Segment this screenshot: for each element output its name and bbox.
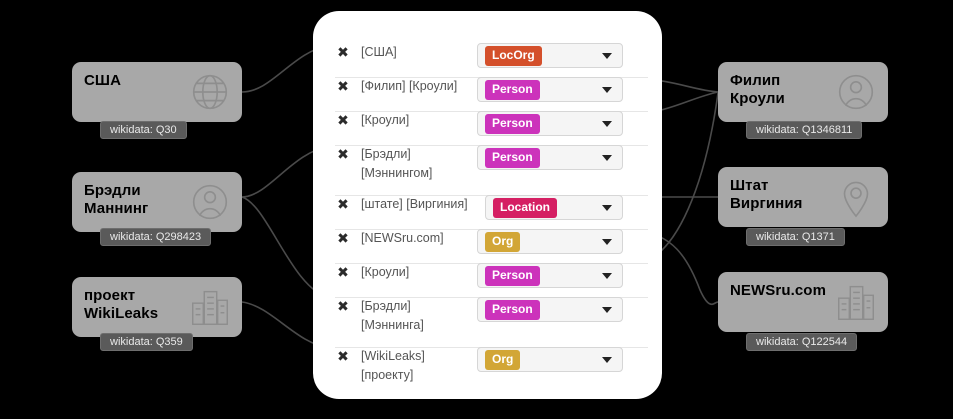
- person-icon: [187, 179, 233, 225]
- buildings-icon: [187, 284, 233, 330]
- remove-mention-icon[interactable]: ✖: [337, 265, 349, 281]
- entity-card-left-2[interactable]: проект WikiLeaks: [72, 277, 242, 337]
- map-pin-icon: [833, 174, 879, 220]
- mention-text: [Кроули]: [361, 265, 410, 279]
- entity-title: проект WikiLeaks: [84, 287, 159, 323]
- mention-row[interactable]: ✖ [Кроули] Person: [335, 263, 648, 288]
- entity-type-select[interactable]: Person: [477, 297, 623, 322]
- buildings-icon: [833, 279, 879, 325]
- chevron-down-icon[interactable]: [602, 154, 612, 161]
- mention-text: [Брэдли] [Мэннингом]: [361, 147, 433, 180]
- wikidata-pill-right-2: wikidata: Q122544: [746, 333, 858, 351]
- chevron-down-icon[interactable]: [602, 204, 612, 211]
- entity-card-right-1[interactable]: Штат Виргиния: [718, 167, 888, 227]
- type-badge: Person: [485, 147, 540, 168]
- chevron-down-icon[interactable]: [602, 238, 612, 245]
- entity-type-select[interactable]: Person: [477, 111, 623, 136]
- mention-text: [NEWSru.com]: [361, 231, 444, 245]
- wikidata-pill-right-0: wikidata: Q1346811: [746, 121, 863, 139]
- entity-type-select[interactable]: Person: [477, 263, 623, 288]
- remove-mention-icon[interactable]: ✖: [337, 349, 349, 365]
- type-badge: Person: [485, 299, 540, 320]
- wikidata-pill-left-2: wikidata: Q359: [100, 333, 193, 351]
- chevron-down-icon[interactable]: [602, 272, 612, 279]
- entity-title: NEWSru.com: [730, 282, 827, 299]
- remove-mention-icon[interactable]: ✖: [337, 45, 349, 61]
- mention-text: [Кроули]: [361, 113, 410, 127]
- remove-mention-icon[interactable]: ✖: [337, 79, 349, 95]
- type-badge: Person: [485, 265, 540, 286]
- wikidata-pill-right-1: wikidata: Q1371: [746, 228, 845, 246]
- mention-text: [Филип] [Кроули]: [361, 79, 458, 93]
- wikidata-pill-left-0: wikidata: Q30: [100, 121, 187, 139]
- mention-row[interactable]: ✖ [NEWSru.com] Org: [335, 229, 648, 254]
- type-badge: Org: [485, 231, 521, 252]
- mention-row[interactable]: ✖ [Филип] [Кроули] Person: [335, 77, 648, 102]
- remove-mention-icon[interactable]: ✖: [337, 299, 349, 315]
- entity-card-right-2[interactable]: NEWSru.com: [718, 272, 888, 332]
- entity-card-left-1[interactable]: Брэдли Маннинг: [72, 172, 242, 232]
- chevron-down-icon[interactable]: [602, 86, 612, 93]
- type-badge: Org: [485, 349, 521, 370]
- mention-row[interactable]: ✖ [Кроули] Person: [335, 111, 648, 136]
- mention-row[interactable]: ✖ [Брэдли] [Мэннингом] Person: [335, 145, 648, 183]
- mention-text: [штате] [Виргиния]: [361, 197, 468, 211]
- chevron-down-icon[interactable]: [602, 306, 612, 313]
- mention-row[interactable]: ✖ [WikiLeaks] [проекту] Org: [335, 347, 648, 385]
- entity-type-select[interactable]: Person: [477, 77, 623, 102]
- remove-mention-icon[interactable]: ✖: [337, 113, 349, 129]
- mention-text: [США]: [361, 45, 397, 59]
- remove-mention-icon[interactable]: ✖: [337, 231, 349, 247]
- mention-row[interactable]: ✖ [Брэдли] [Мэннинга] Person: [335, 297, 648, 335]
- mention-row[interactable]: ✖ [штате] [Виргиния] Location: [335, 195, 648, 220]
- person-icon: [833, 69, 879, 115]
- entity-type-select[interactable]: LocOrg: [477, 43, 623, 68]
- mentions-panel: ✖ [США] LocOrg ✖ [Филип] [Кроули] Person…: [313, 11, 662, 399]
- entity-card-right-0[interactable]: Филип Кроули: [718, 62, 888, 122]
- entity-title: Штат Виргиния: [730, 177, 803, 213]
- entity-title: Филип Кроули: [730, 72, 785, 108]
- wikidata-pill-left-1: wikidata: Q298423: [100, 228, 212, 246]
- entity-title: США: [84, 72, 122, 89]
- type-badge: Location: [493, 197, 557, 218]
- mention-row[interactable]: ✖ [США] LocOrg: [335, 43, 642, 68]
- chevron-down-icon[interactable]: [602, 120, 612, 127]
- chevron-down-icon[interactable]: [602, 52, 612, 59]
- entity-title: Брэдли Маннинг: [84, 182, 149, 218]
- globe-icon: [187, 69, 233, 115]
- type-badge: Person: [485, 79, 540, 100]
- entity-type-select[interactable]: Person: [477, 145, 623, 170]
- mention-text: [Брэдли] [Мэннинга]: [361, 299, 424, 332]
- type-badge: Person: [485, 113, 540, 134]
- entity-card-left-0[interactable]: США: [72, 62, 242, 122]
- entity-type-select[interactable]: Org: [477, 347, 623, 372]
- entity-type-select[interactable]: Location: [485, 195, 623, 220]
- remove-mention-icon[interactable]: ✖: [337, 197, 349, 213]
- chevron-down-icon[interactable]: [602, 356, 612, 363]
- mention-text: [WikiLeaks] [проекту]: [361, 349, 425, 382]
- remove-mention-icon[interactable]: ✖: [337, 147, 349, 163]
- type-badge: LocOrg: [485, 45, 542, 66]
- entity-type-select[interactable]: Org: [477, 229, 623, 254]
